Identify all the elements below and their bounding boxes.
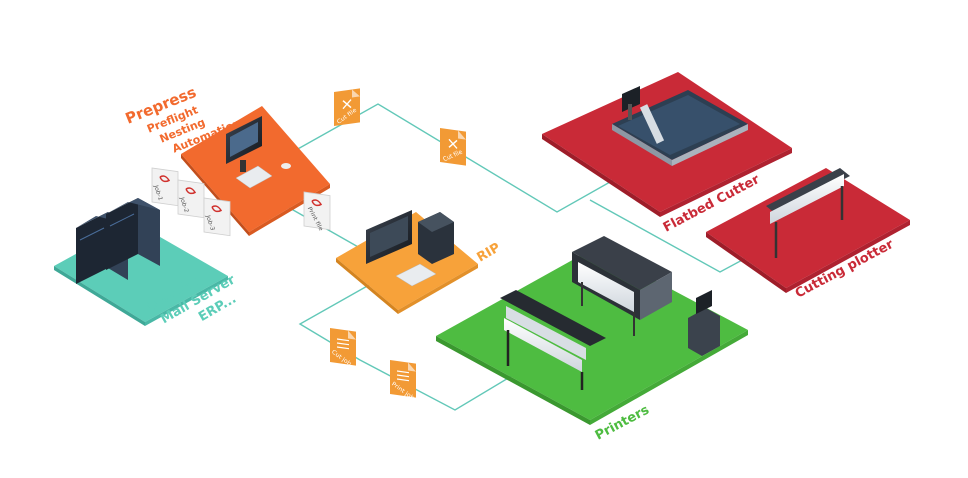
file-icon-print-file: Print file (303, 191, 331, 232)
line-rip-to-printers (298, 271, 526, 411)
file-icon-cut-file: Cut file (334, 88, 360, 126)
prepress-workstation (226, 116, 291, 189)
flatbed-machine (612, 86, 748, 166)
plotter-platform (706, 168, 910, 293)
plotter-tile (706, 168, 910, 288)
printers-platform (436, 236, 748, 425)
roll-printer-front (500, 290, 606, 390)
server-tower-2 (106, 198, 160, 270)
flatbed-platform (542, 72, 792, 217)
file-icon-cut-job: Cut job (330, 328, 356, 368)
file-icon-job-1: Job-1 (151, 167, 179, 207)
file-icon-cut-file-2: Cut file (440, 128, 466, 166)
file-icon-job-3: Job-3 (203, 197, 231, 237)
file-icons: Job-1 Job-2 Job-3 Print file Cut file (151, 88, 466, 402)
rip-label: RIP (475, 240, 504, 265)
rip-workstation (366, 210, 454, 287)
print-terminal (688, 290, 720, 356)
file-icon-print-job: Print job (390, 360, 416, 402)
servers-platform (54, 198, 228, 326)
file-icon-job-2: Job-2 (177, 179, 205, 219)
roll-printer-large (572, 236, 672, 336)
rip-platform (336, 210, 478, 314)
plotter-machine (766, 168, 850, 258)
